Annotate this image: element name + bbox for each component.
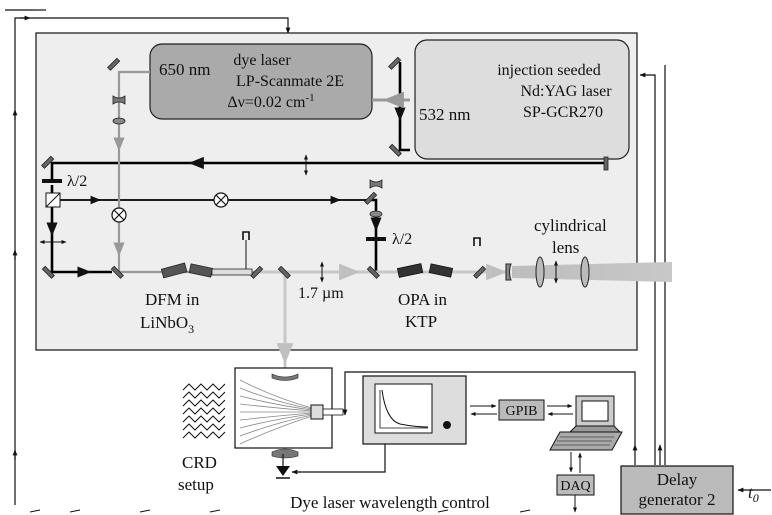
- opa-label-line2: KTP: [405, 312, 437, 331]
- nd-yag-laser-box: injection seeded Nd:YAG laser SP-GCR270 …: [414, 39, 630, 160]
- polarization-arrows: [39, 154, 558, 284]
- dye-laser-model: LP-Scanmate 2E: [236, 73, 344, 90]
- delay-label-line2: generator 2: [639, 490, 716, 509]
- nd-yag-line1: injection seeded: [497, 62, 601, 79]
- waveplate-1: λ/2: [42, 173, 87, 190]
- dfm-crystals: [160, 262, 253, 279]
- wavelength-control-label: Dye laser wavelength control: [290, 493, 490, 512]
- dye-laser-wavelength: 650 nm: [159, 60, 210, 79]
- mirrors: [41, 56, 609, 279]
- computer-icon: [549, 395, 623, 451]
- crd-setup: [234, 367, 344, 459]
- ir-wavelength-label: 1.7 µm: [298, 285, 344, 302]
- waveplate-1-label: λ/2: [67, 173, 87, 190]
- nd-yag-line3: SP-GCR270: [523, 104, 603, 121]
- dye-laser-linewidth: Δν=0.02 cm-1: [227, 92, 314, 111]
- gpib-box: GPIB: [470, 399, 573, 421]
- crd-label-line2: setup: [178, 475, 214, 494]
- delay-generator-box: Delay generator 2: [620, 465, 734, 515]
- opa-label-line1: OPA in: [398, 290, 447, 309]
- dye-laser-title: dye laser: [233, 52, 291, 69]
- bottom-tick-marks: [29, 509, 531, 513]
- delay-label-line1: Delay: [657, 470, 698, 489]
- nd-yag-wavelength: 532 nm: [419, 105, 470, 124]
- dye-laser-box: 650 nm dye laser LP-Scanmate 2E Δν=0.02 …: [149, 43, 373, 120]
- daq-box: DAQ: [556, 452, 595, 513]
- polarization-markers: [111, 192, 229, 223]
- gpib-label: GPIB: [506, 404, 538, 419]
- crd-label-line1: CRD: [182, 453, 217, 472]
- trigger-label: t0: [748, 483, 759, 505]
- waveplate-2-label: λ/2: [392, 231, 412, 248]
- opa-crystals: [396, 263, 454, 278]
- nd-yag-line2: Nd:YAG laser: [520, 83, 612, 100]
- lens-label-line2: lens: [552, 238, 579, 257]
- daq-label: DAQ: [560, 479, 590, 494]
- beam-dumps: [242, 231, 481, 270]
- oscilloscope: [362, 375, 467, 445]
- dfm-label-line1: DFM in: [145, 290, 200, 309]
- waveplate-2: λ/2: [366, 231, 412, 248]
- expanded-beam: [512, 262, 672, 282]
- cylindrical-lenses: [505, 256, 590, 288]
- dfm-label-line2: LiNbO3: [140, 313, 194, 336]
- lens-label-line1: cylindrical: [534, 216, 607, 235]
- beam-lenses: [112, 95, 383, 218]
- gas-sample-hatching: [182, 383, 226, 439]
